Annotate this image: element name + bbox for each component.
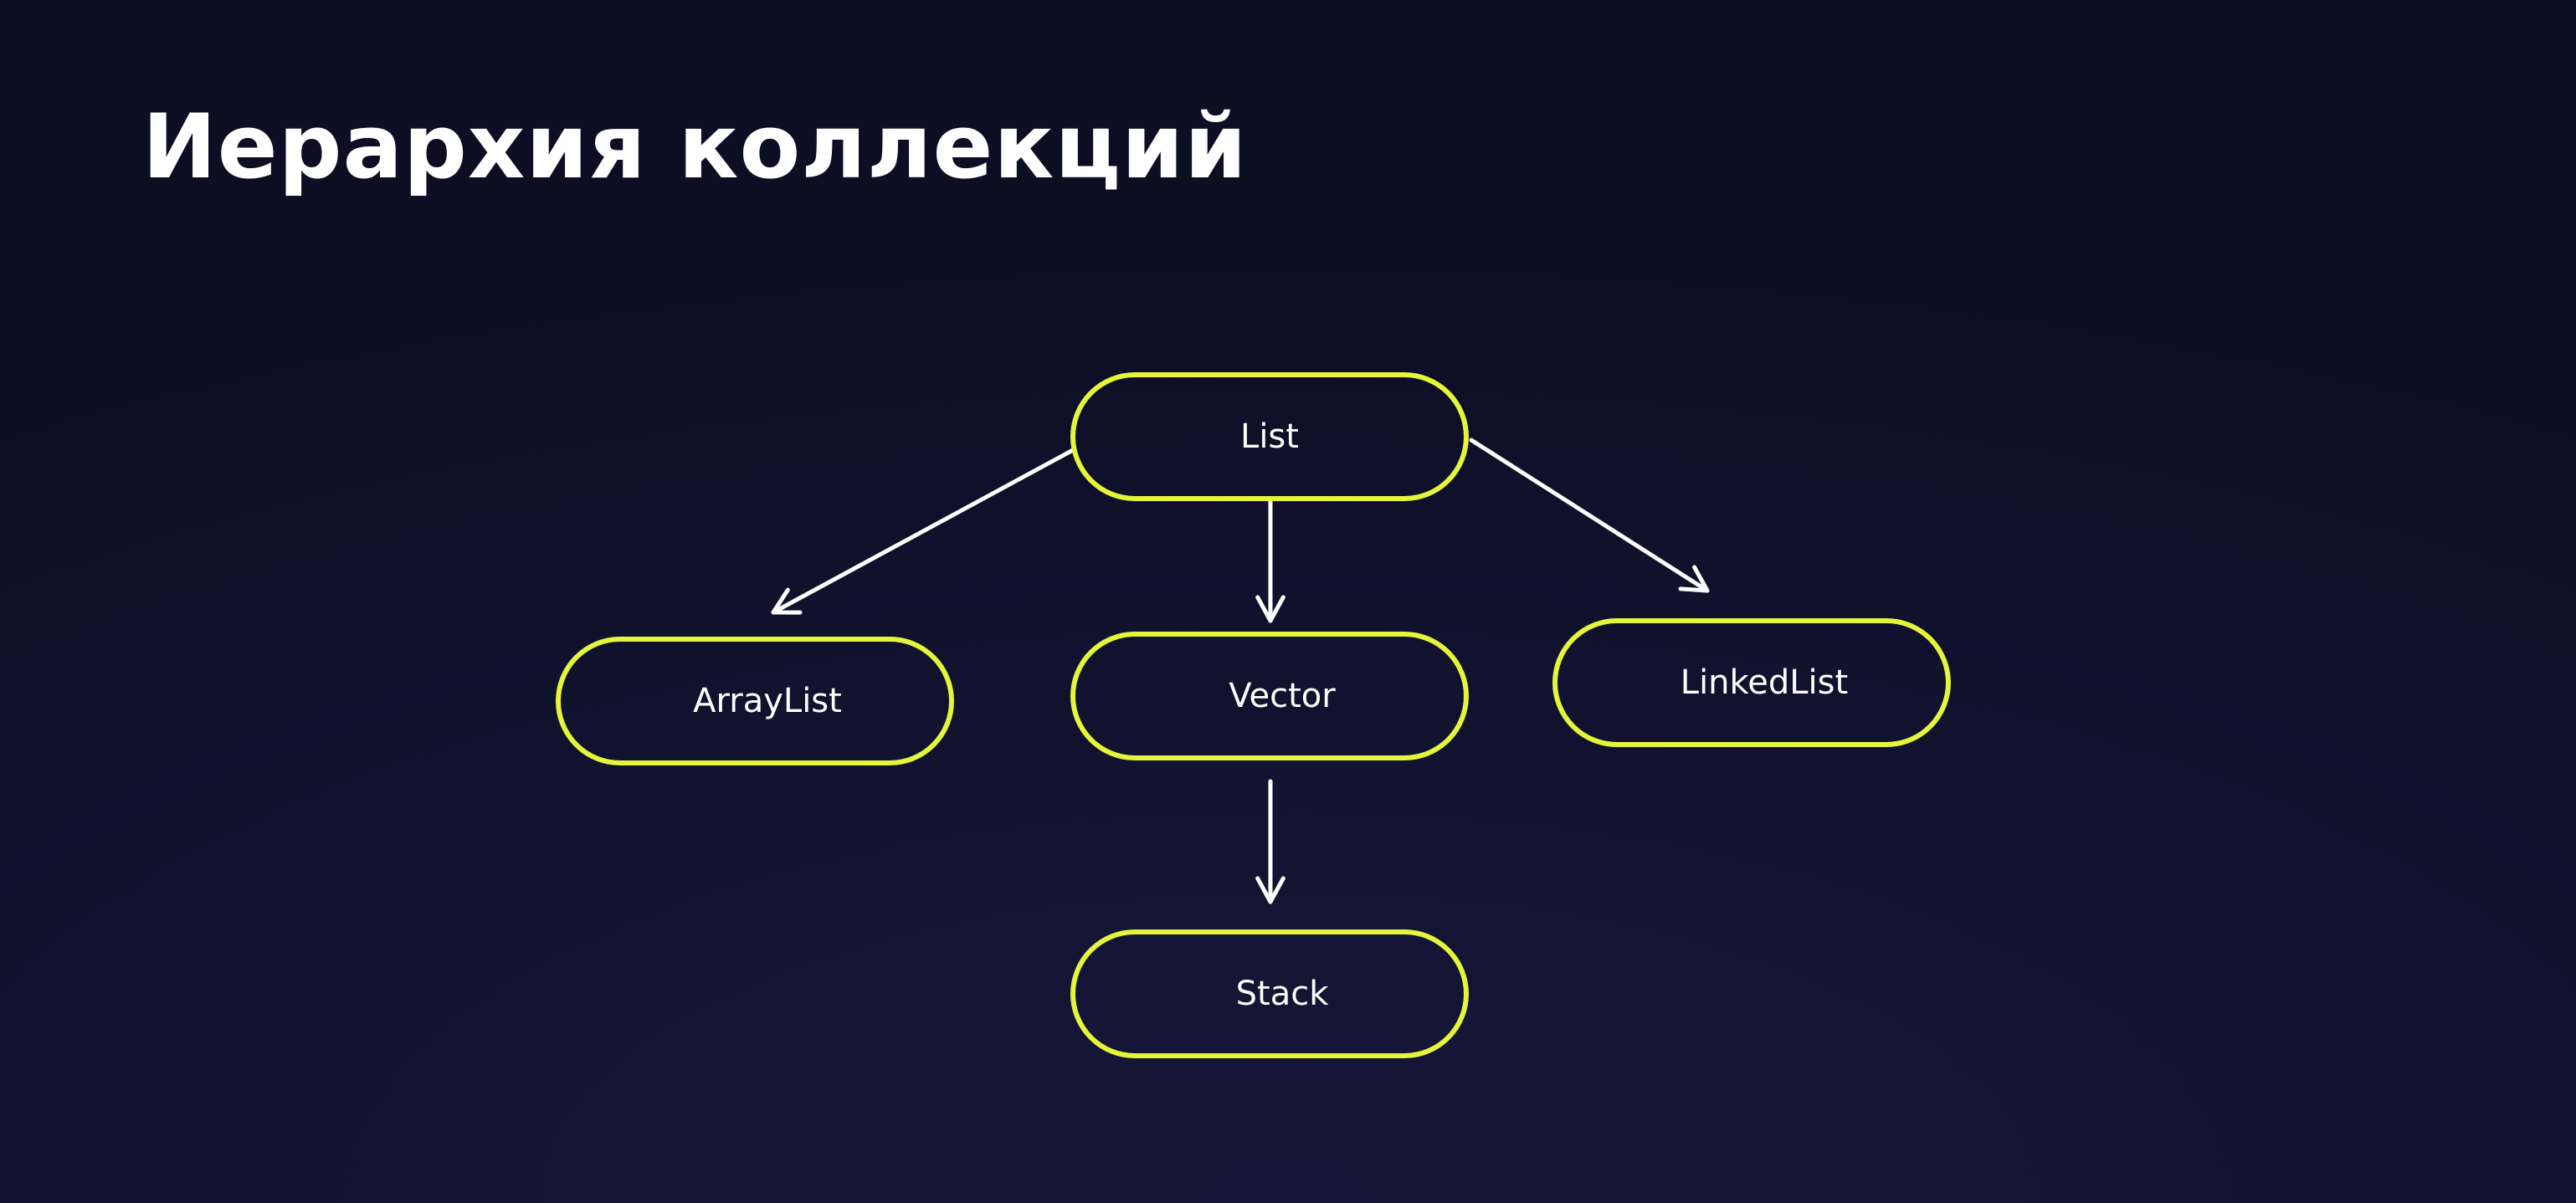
arrow-list-to-vector — [1255, 499, 1285, 623]
node-linkedlist: LinkedList — [1552, 618, 1951, 747]
node-label: LinkedList — [1681, 663, 1848, 702]
node-label: Stack — [1236, 975, 1330, 1013]
node-stack: Stack — [1070, 929, 1469, 1058]
node-label: Vector — [1229, 677, 1336, 715]
arrow-line — [771, 448, 1075, 615]
slide-title: Иерархия коллекций — [142, 95, 1248, 198]
arrowhead-icon — [771, 587, 803, 615]
diagram-edges — [771, 438, 1710, 904]
node-arraylist: ArrayList — [556, 637, 954, 765]
node-label: ArrayList — [693, 682, 842, 720]
arrowhead-icon — [1255, 876, 1285, 904]
node-list: List — [1070, 372, 1469, 501]
arrowhead-icon — [1255, 595, 1285, 623]
arrow-list-to-arraylist — [771, 448, 1075, 615]
node-outline — [1070, 632, 1469, 760]
arrow-vector-to-stack — [1255, 779, 1285, 904]
node-label: List — [1240, 417, 1299, 456]
arrow-list-to-linkedlist — [1469, 438, 1710, 593]
node-outline — [556, 637, 954, 765]
node-outline — [1552, 618, 1951, 747]
arrow-line — [1469, 438, 1710, 593]
arrowhead-icon — [1678, 565, 1710, 593]
node-vector: Vector — [1070, 632, 1469, 760]
node-outline — [1070, 372, 1469, 501]
node-outline — [1070, 929, 1469, 1058]
